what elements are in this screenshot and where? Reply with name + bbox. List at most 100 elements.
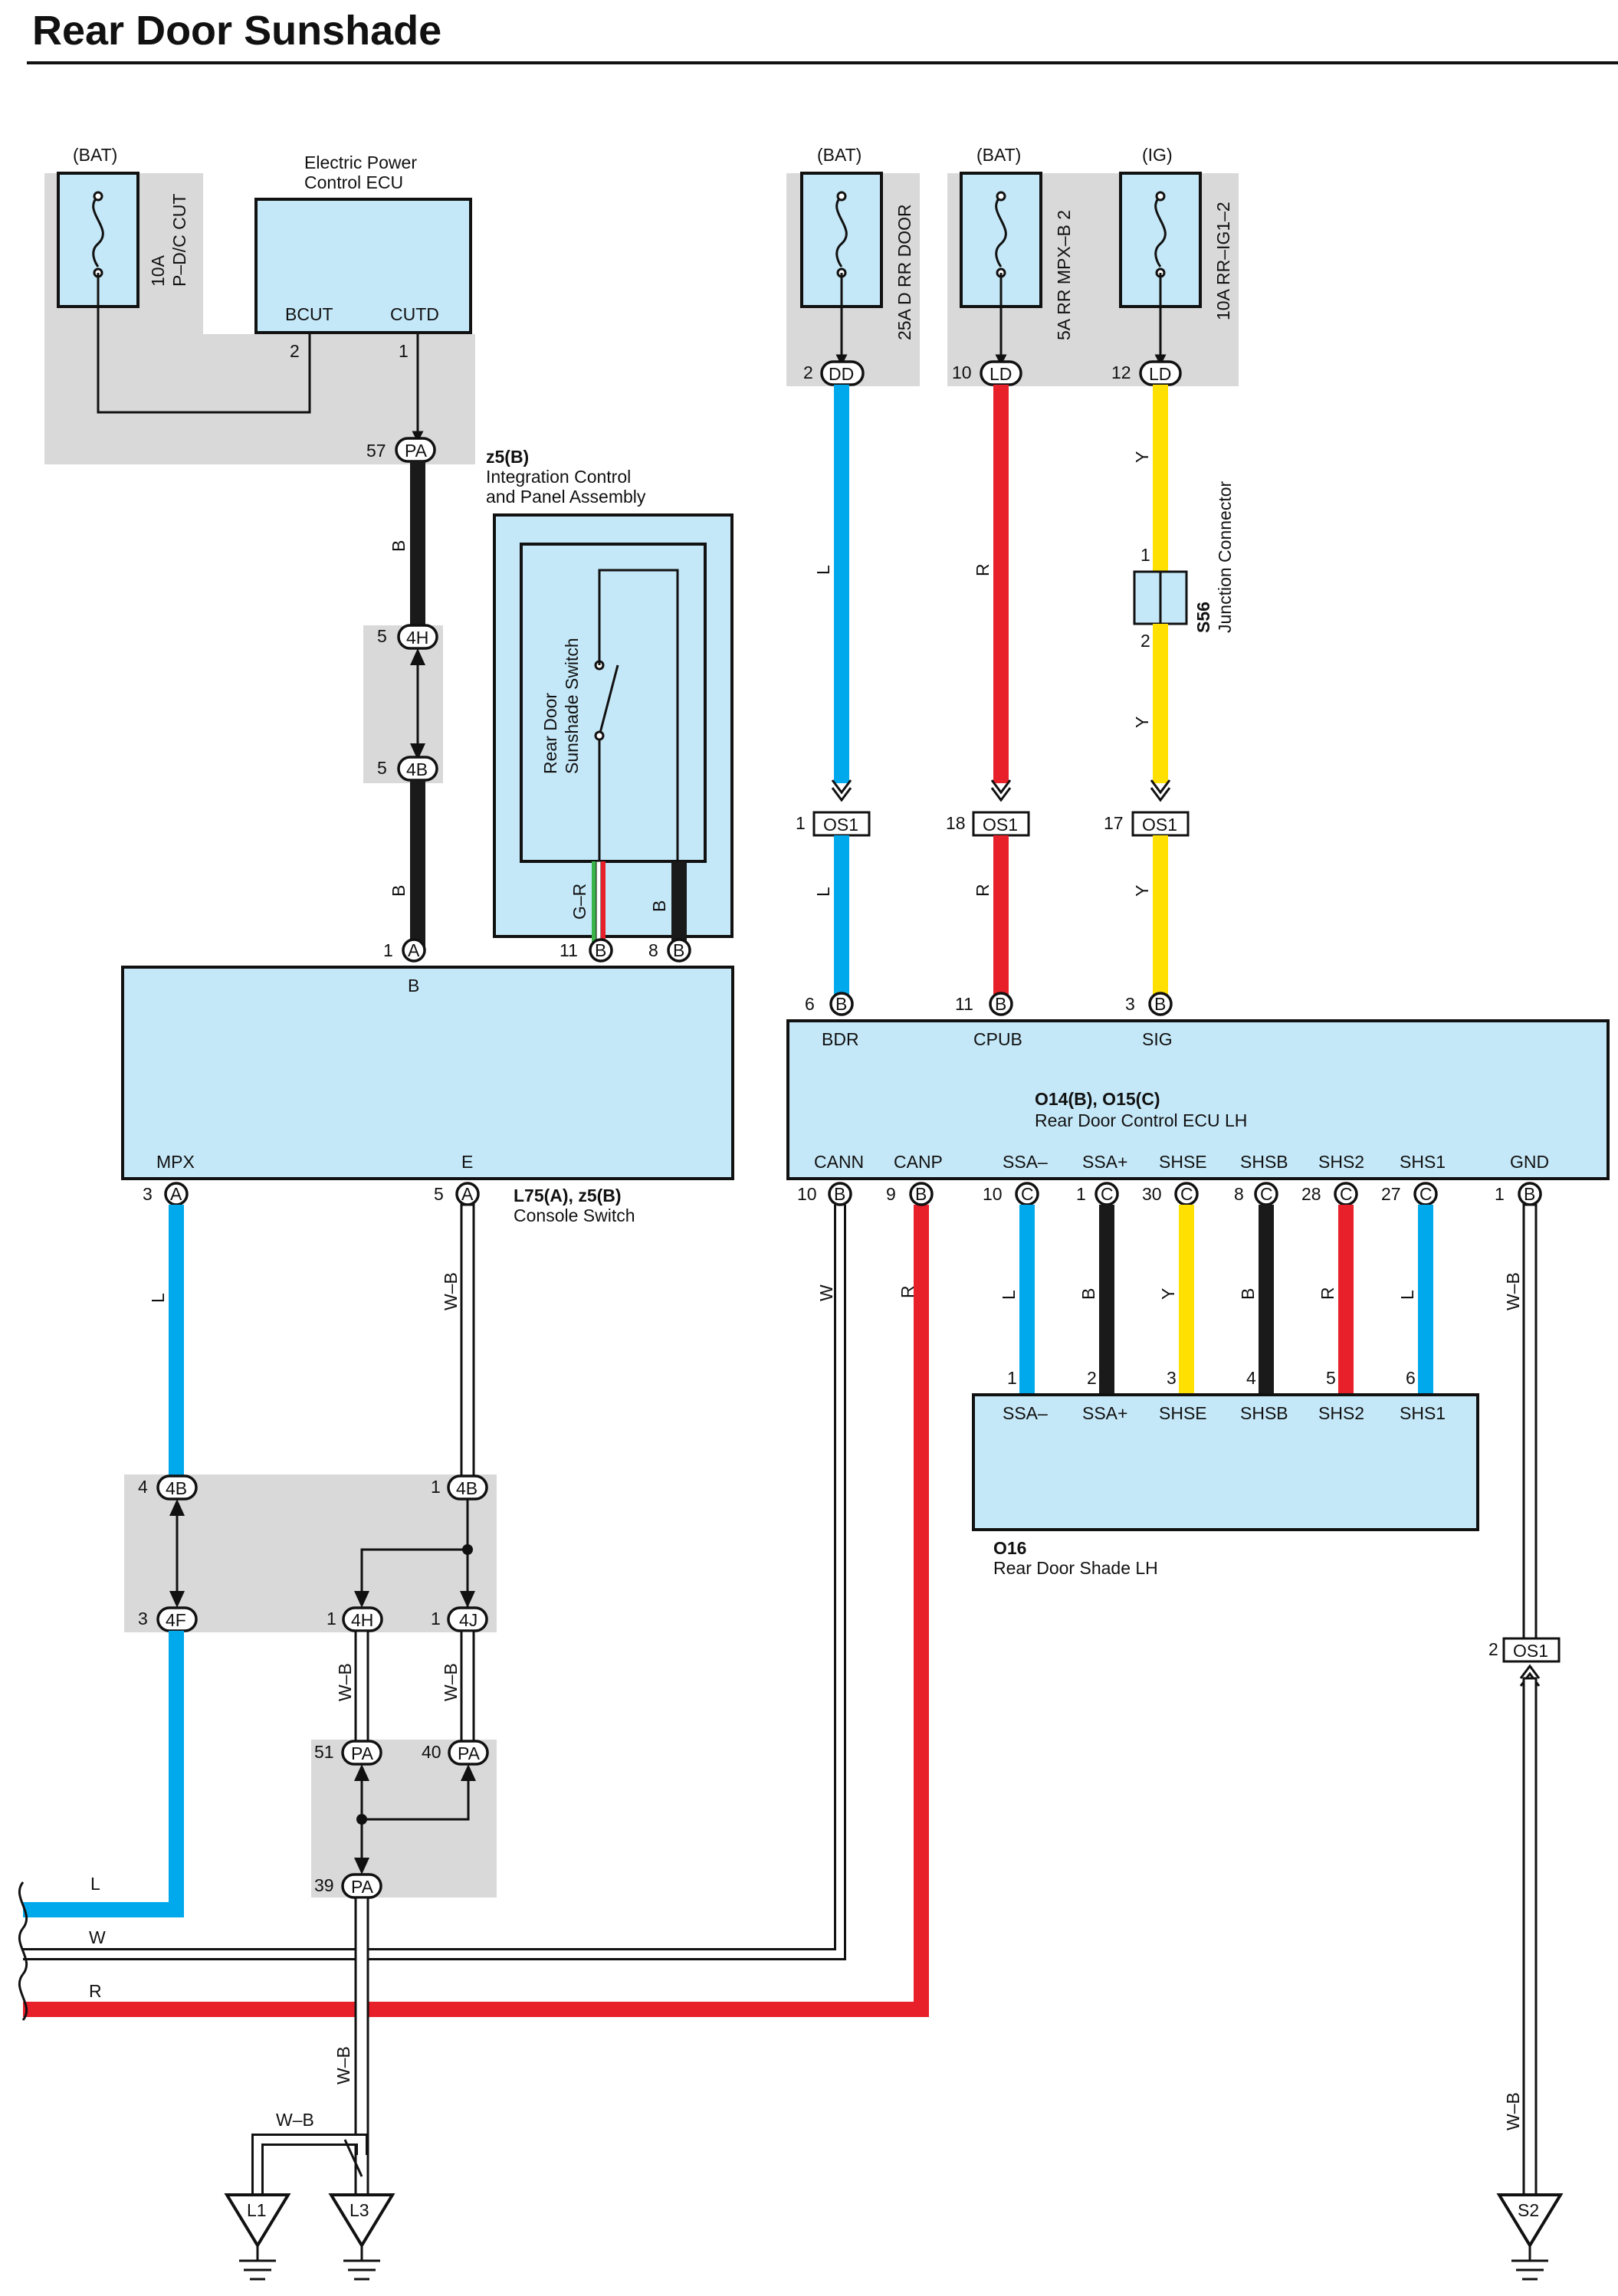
junction-connector-s56: 1 2 S56 Junction Connector	[1133, 481, 1235, 651]
svg-text:Junction Connector: Junction Connector	[1215, 481, 1235, 633]
rear-ecu-bottom-pins: 10 B 9 B 10 C 1 C 30 C 8 C 28 C 27 C 1 B	[797, 1182, 1542, 1206]
svg-text:Control ECU: Control ECU	[304, 172, 403, 192]
svg-text:W–B: W–B	[441, 1663, 461, 1701]
svg-text:51: 51	[314, 1742, 334, 1762]
rear-door-shade: 1 2 3 4 5 6 SSA– SSA+ SHSE SHSB SHS2 SHS…	[972, 1368, 1479, 1578]
svg-text:A: A	[461, 1184, 474, 1204]
svg-text:B: B	[389, 540, 409, 552]
svg-text:2: 2	[1488, 1639, 1498, 1659]
svg-text:10: 10	[952, 362, 972, 382]
svg-text:R: R	[973, 563, 993, 576]
svg-text:B: B	[389, 885, 409, 897]
svg-text:25A D RR DOOR: 25A D RR DOOR	[894, 204, 914, 340]
svg-text:B: B	[1154, 994, 1166, 1014]
connector-pa-cluster: 51 PA 40 PA 39 PA	[314, 1740, 489, 1899]
svg-text:1: 1	[1007, 1368, 1017, 1388]
svg-text:2: 2	[803, 362, 813, 382]
svg-text:CANN: CANN	[814, 1152, 864, 1172]
svg-text:W–B: W–B	[441, 1272, 461, 1310]
svg-text:OS1: OS1	[983, 815, 1018, 835]
svg-text:3: 3	[138, 1609, 148, 1629]
svg-text:40: 40	[422, 1742, 441, 1762]
svg-text:B: B	[915, 1184, 927, 1204]
svg-text:5A RR MPX–B 2: 5A RR MPX–B 2	[1054, 210, 1074, 340]
svg-text:R: R	[1318, 1287, 1337, 1300]
ground-s2: S2	[1496, 2193, 1564, 2281]
svg-text:L: L	[1397, 1290, 1417, 1300]
svg-text:CPUB: CPUB	[973, 1029, 1022, 1049]
svg-text:B: B	[408, 976, 419, 995]
ground-l3: L3	[328, 2193, 395, 2281]
svg-text:LD: LD	[990, 364, 1012, 384]
svg-text:28: 28	[1301, 1184, 1321, 1204]
svg-text:C: C	[1101, 1184, 1114, 1204]
svg-text:1: 1	[431, 1477, 441, 1497]
svg-text:57: 57	[366, 441, 386, 461]
svg-text:5: 5	[434, 1184, 444, 1204]
svg-text:Rear Door: Rear Door	[540, 693, 560, 774]
svg-text:SSA+: SSA+	[1082, 1152, 1127, 1172]
svg-text:MPX: MPX	[156, 1152, 195, 1172]
svg-text:L: L	[813, 565, 833, 575]
svg-text:4B: 4B	[456, 1478, 478, 1498]
svg-text:1: 1	[383, 940, 393, 960]
svg-text:SSA+: SSA+	[1082, 1403, 1127, 1423]
svg-text:11: 11	[955, 994, 973, 1014]
svg-text:11: 11	[560, 940, 578, 960]
connector-4h-4b-left: 5 4H 5 4B	[377, 624, 438, 782]
svg-text:5: 5	[377, 758, 387, 778]
svg-text:W–B: W–B	[1503, 1272, 1523, 1310]
svg-text:4H: 4H	[406, 628, 428, 648]
svg-text:Console Switch: Console Switch	[514, 1205, 635, 1225]
svg-text:SHSE: SHSE	[1159, 1403, 1207, 1423]
svg-text:1: 1	[1140, 545, 1150, 565]
svg-text:30: 30	[1142, 1184, 1162, 1204]
svg-text:27: 27	[1381, 1184, 1401, 1204]
svg-text:10: 10	[797, 1184, 817, 1204]
os1-connectors-top: 1 OS1 18 OS1 17 OS1	[796, 779, 1190, 837]
svg-text:Electric Power: Electric Power	[304, 153, 417, 172]
ground-l1: L1	[224, 2193, 291, 2281]
svg-text:SHSB: SHSB	[1240, 1403, 1288, 1423]
svg-text:LD: LD	[1149, 364, 1171, 384]
svg-text:SHS2: SHS2	[1318, 1403, 1364, 1423]
svg-text:C: C	[1180, 1184, 1193, 1204]
svg-text:8: 8	[648, 940, 658, 960]
svg-text:39: 39	[314, 1875, 334, 1895]
rear-ecu-top-pins: 6 B 11 B 3 B	[805, 992, 1173, 1016]
svg-text:Rear Door Shade LH: Rear Door Shade LH	[993, 1558, 1158, 1578]
svg-text:Y: Y	[1132, 885, 1152, 897]
wire-black-pa-4h	[410, 461, 425, 628]
svg-text:12: 12	[1111, 362, 1131, 382]
svg-text:A: A	[170, 1184, 182, 1204]
svg-text:1: 1	[327, 1609, 336, 1629]
svg-text:R: R	[89, 1981, 102, 2001]
svg-text:C: C	[1260, 1184, 1273, 1204]
connector-pa-57: 57 PA	[366, 437, 436, 463]
shade-harness: L B Y B R L	[999, 1205, 1433, 1396]
svg-text:W: W	[816, 1284, 836, 1301]
rear-door-control-ecu: BDR CPUB SIG O14(B), O15(C) Rear Door Co…	[786, 1019, 1610, 1180]
svg-text:18: 18	[946, 813, 966, 833]
svg-text:OS1: OS1	[1513, 1641, 1548, 1661]
svg-text:P–D/C CUT: P–D/C CUT	[169, 194, 189, 287]
svg-text:6: 6	[1406, 1368, 1416, 1388]
svg-text:1: 1	[399, 341, 409, 361]
svg-text:1: 1	[796, 813, 806, 833]
svg-text:PA: PA	[458, 1743, 481, 1763]
svg-text:CUTD: CUTD	[390, 304, 439, 324]
page-title: Rear Door Sunshade	[32, 8, 441, 54]
svg-text:Y: Y	[1132, 717, 1152, 728]
svg-text:SHS1: SHS1	[1400, 1152, 1446, 1172]
svg-text:W–B: W–B	[333, 2046, 353, 2084]
svg-text:B: B	[834, 1184, 845, 1204]
svg-text:5: 5	[1326, 1368, 1336, 1388]
svg-text:C: C	[1021, 1184, 1034, 1204]
svg-text:2: 2	[1087, 1368, 1097, 1388]
svg-text:A: A	[408, 940, 420, 960]
svg-text:C: C	[1419, 1184, 1433, 1204]
svg-text:(BAT): (BAT)	[817, 145, 862, 165]
svg-text:W–B: W–B	[335, 1663, 355, 1701]
svg-text:B: B	[1078, 1288, 1098, 1300]
